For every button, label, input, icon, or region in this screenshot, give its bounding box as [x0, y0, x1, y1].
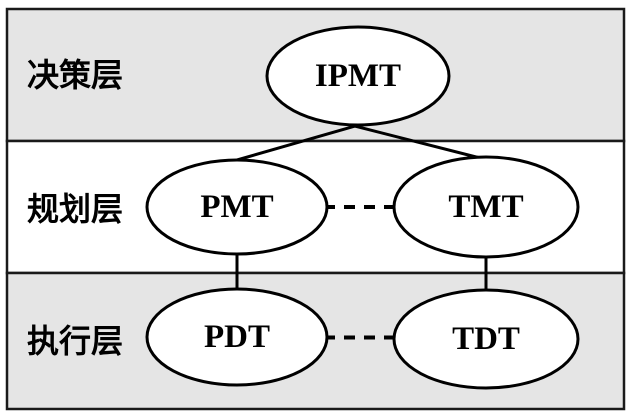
layer-label-planning: 规划层 — [27, 191, 123, 227]
layer-label-execution: 执行层 — [27, 323, 123, 359]
node-label-tdt: TDT — [452, 321, 520, 357]
node-ellipse-ipmt — [265, 25, 451, 127]
node-label-ipmt: IPMT — [315, 58, 401, 94]
node-ellipse-tmt — [392, 155, 580, 259]
node-label-pmt: PMT — [200, 189, 273, 225]
node-ellipse-pdt — [145, 287, 329, 387]
node-label-pdt: PDT — [204, 319, 270, 355]
node-ellipse-tdt — [392, 288, 580, 390]
layer-label-decision: 决策层 — [27, 57, 123, 93]
node-ellipse-pmt — [145, 158, 329, 256]
node-label-tmt: TMT — [448, 189, 523, 225]
